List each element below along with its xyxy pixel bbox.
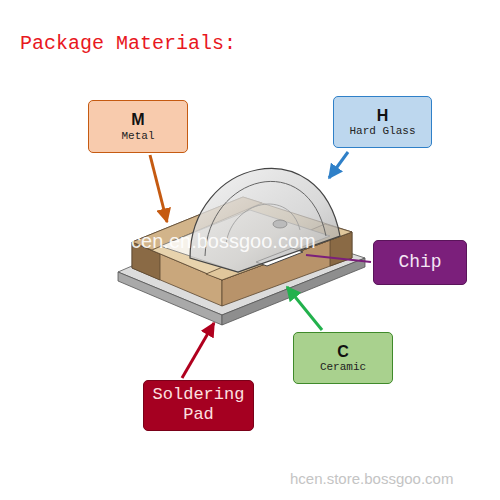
pad-leader [182, 323, 214, 378]
glass-callout-box: HHard Glass [333, 96, 432, 148]
ceramic-callout-box: CCeramic [293, 332, 393, 384]
page-title: Package Materials: [20, 32, 236, 55]
material-name: Soldering Pad [149, 385, 248, 426]
material-name: Metal [121, 130, 154, 143]
pad-callout-box: Soldering Pad [143, 380, 254, 431]
material-name: Ceramic [320, 361, 366, 374]
metal-leader [150, 155, 167, 222]
glass-leader [329, 152, 348, 178]
watermark: hcen.en.bossgoo.com [120, 230, 316, 253]
material-letter: H [377, 106, 389, 125]
material-name: Chip [398, 252, 441, 274]
chip-callout-box: Chip [373, 240, 467, 285]
chip-leader [306, 255, 371, 262]
material-letter: M [131, 110, 144, 129]
material-letter: C [337, 342, 349, 361]
metal-callout-box: MMetal [88, 100, 188, 153]
material-name: Hard Glass [349, 125, 415, 138]
ceramic-leader [287, 287, 322, 330]
watermark: hcen.store.bossgoo.com [290, 470, 453, 487]
